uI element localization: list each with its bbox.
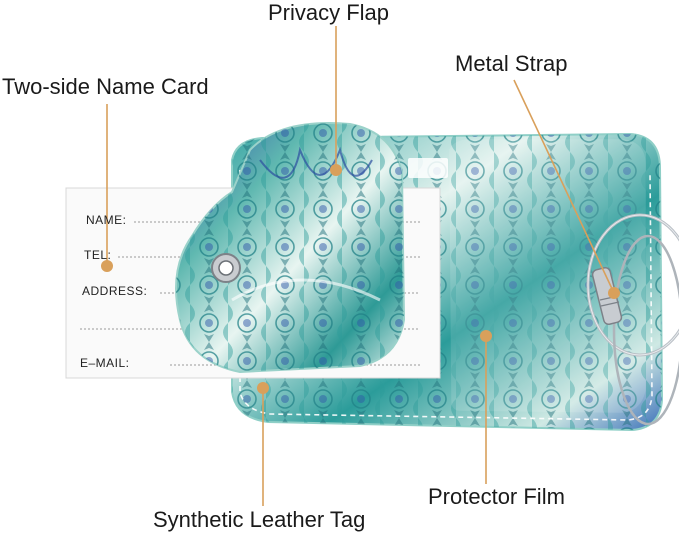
card-field-tel: TEL:	[84, 248, 112, 262]
card-field-email: E–MAIL:	[80, 356, 130, 370]
privacy-flap	[175, 122, 406, 374]
metal-strap-marker	[608, 287, 620, 299]
callout-protector-film: Protector Film	[428, 484, 565, 509]
metal-grommet	[211, 253, 241, 283]
protector-film	[408, 139, 646, 413]
callout-pointers	[101, 26, 620, 506]
metal-strap	[586, 213, 679, 426]
privacy-flap-marker	[330, 164, 342, 176]
callout-privacy-flap: Privacy Flap	[268, 0, 390, 25]
leather-tag-marker	[257, 382, 269, 394]
callout-leather-tag: Synthetic Leather Tag	[153, 507, 366, 532]
card-field-address: ADDRESS:	[82, 284, 148, 298]
protector-film-marker	[480, 330, 492, 342]
card-field-name: NAME:	[86, 213, 127, 227]
name-card-marker	[101, 260, 113, 272]
callout-name-card: Two-side Name Card	[2, 74, 209, 99]
callout-metal-strap: Metal Strap	[455, 51, 568, 76]
